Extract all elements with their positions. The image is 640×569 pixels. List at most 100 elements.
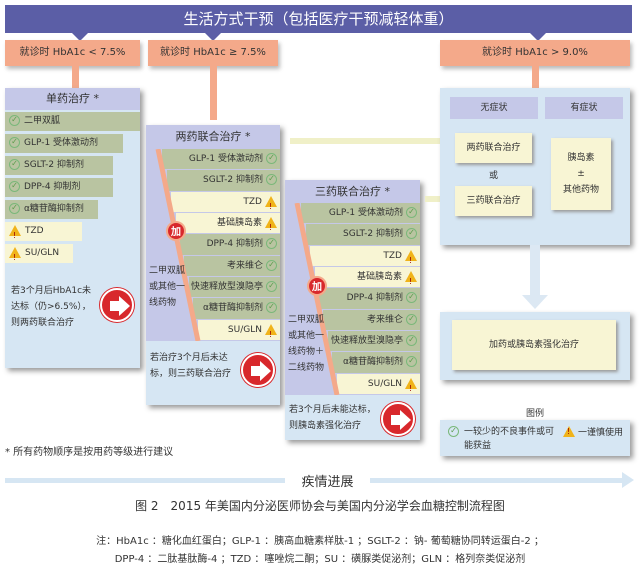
drug-label: GLP-1 受体激动剂: [328, 208, 403, 218]
check-icon: ✓: [405, 228, 417, 240]
check-icon: ✓: [9, 115, 20, 126]
banner-pointer: [205, 33, 221, 41]
drug-row: 考来维仑✓: [323, 309, 420, 330]
drug-row: DPP-4 抑制剂✓: [180, 234, 280, 255]
check-icon: ✓: [406, 292, 417, 304]
drug-row: TZD: [171, 191, 280, 217]
drug-label: SGLT-2 抑制剂: [343, 229, 403, 240]
monotherapy-note: 若3个月后HbA1c未达标（仍>6.5%），则两药联合治疗: [11, 286, 92, 328]
drug-label: α糖苷酶抑制剂: [24, 204, 84, 214]
or-label: 或: [488, 171, 498, 181]
entry-mid: 就诊时 HbA1c ≥ 7.5%: [148, 40, 278, 66]
dual-therapy-title: 两药联合治疗 *: [146, 125, 280, 149]
drug-label: 考来维仑: [226, 260, 263, 271]
drug-row: SU/GLN: [336, 373, 420, 399]
triple-therapy-title: 三药联合治疗 *: [285, 180, 420, 203]
drug-label: 基础胰岛素: [216, 218, 262, 228]
drug-label: DPP-4 抑制剂: [346, 293, 403, 304]
check-icon: ✓: [405, 313, 417, 325]
entry-high: 就诊时 HbA1c > 9.0%: [440, 40, 630, 66]
down-arrow-head: [522, 295, 548, 309]
asymptomatic-label: 无症状: [450, 97, 538, 119]
drug-row: SU/GLN: [5, 244, 73, 267]
legend: ✓ 一较少的不良事件或可能获益 一谨慎使用: [440, 420, 630, 456]
insulin-box: 胰岛素 ± 其他药物: [551, 138, 611, 210]
intensify-box: 加药或胰岛素强化治疗: [452, 320, 616, 370]
symptomatic-label: 有症状: [545, 97, 623, 119]
progress-line: [5, 478, 285, 483]
drug-row: 考来维仑✓: [184, 255, 280, 276]
drug-row: 快速释放型溴隐亭✓: [188, 277, 280, 298]
figure-caption: 图 2 2015 年美国内分泌医师协会与美国内分泌学会血糖控制流程图: [135, 499, 505, 513]
diagonal-divider: [155, 149, 201, 341]
warning-icon: [404, 271, 417, 292]
drug-row: TZD: [310, 245, 420, 271]
drug-label: α糖苷酶抑制剂: [343, 357, 403, 368]
drug-row: 基础胰岛素: [314, 267, 420, 292]
monotherapy-panel: 单药治疗 * ✓二甲双胍✓GLP-1 受体激动剂✓SGLT-2 抑制剂✓DPP-…: [5, 88, 140, 368]
drug-label: TZD: [243, 196, 262, 207]
intensify-panel: 加药或胰岛素强化治疗: [440, 312, 630, 380]
progress-arrow-head: [622, 472, 634, 488]
drug-row: 基础胰岛素: [175, 213, 280, 238]
progress-line: [370, 478, 625, 483]
drug-row: DPP-4 抑制剂✓: [319, 288, 420, 309]
check-icon: ✓: [265, 153, 277, 164]
drug-row: GLP-1 受体激动剂✓: [301, 203, 420, 224]
banner-pointer: [72, 33, 88, 41]
drug-row: ✓ α糖苷酶抑制剂: [5, 200, 98, 219]
check-icon: ✓: [405, 207, 417, 218]
drug-row: ✓ DPP-4 抑制剂: [5, 178, 113, 197]
add-icon: 加: [166, 221, 186, 241]
drug-label: TZD: [25, 226, 44, 236]
warning-icon: [264, 195, 277, 217]
drug-row: 快速释放型溴隐亭✓: [327, 331, 420, 352]
lifestyle-banner: 生活方式干预（包括医疗干预减轻体重）: [5, 5, 632, 33]
high-triple-box: 三药联合治疗: [455, 186, 532, 216]
drug-row: GLP-1 受体激动剂✓: [162, 149, 280, 170]
high-hba1c-panel: 无症状 有症状 两药联合治疗 或 三药联合治疗 胰岛素 ± 其他药物: [440, 88, 630, 245]
check-icon: ✓: [405, 356, 417, 368]
drug-row: ✓SGLT-2 抑制剂: [5, 156, 113, 175]
banner-pointer: [530, 33, 546, 41]
drug-row: ✓GLP-1 受体激动剂: [5, 134, 123, 153]
next-step-arrow-icon: [241, 353, 275, 387]
drug-row: TZD: [5, 222, 82, 245]
drug-label: SU/GLN: [25, 248, 60, 258]
drug-label: SU/GLN: [367, 378, 402, 389]
check-icon: ✓: [266, 238, 277, 250]
check-icon: ✓: [9, 181, 20, 192]
check-icon: ✓: [9, 137, 20, 148]
check-icon: ✓: [265, 174, 277, 186]
drug-row: SGLT-2 抑制剂✓: [305, 224, 420, 245]
add-icon: 加: [307, 276, 327, 296]
check-icon: ✓: [9, 203, 20, 214]
warning-icon: [563, 426, 575, 437]
warning-icon: [9, 225, 21, 245]
drug-label: DPP-4 抑制剂: [24, 182, 81, 192]
check-icon: ✓: [9, 159, 20, 170]
check-icon: ✓: [448, 426, 459, 437]
flow-arrow: [532, 66, 539, 88]
warning-icon: [404, 249, 417, 271]
drug-label: α糖苷酶抑制剂: [203, 303, 263, 314]
drug-label: TZD: [383, 250, 402, 261]
drug-label: 快速释放型溴隐亭: [330, 336, 403, 346]
warning-icon: [264, 323, 277, 345]
dual-therapy-panel: 两药联合治疗 * GLP-1 受体激动剂✓SGLT-2 抑制剂✓TZD基础胰岛素…: [146, 125, 280, 405]
drug-label: SGLT-2 抑制剂: [203, 175, 263, 186]
drug-label: 快速释放型溴隐亭: [190, 282, 263, 292]
check-icon: ✓: [405, 335, 417, 346]
triple-therapy-panel: 三药联合治疗 * GLP-1 受体激动剂✓SGLT-2 抑制剂✓TZD基础胰岛素…: [285, 180, 420, 440]
legend-check-text: 一较少的不良事件或可能获益: [464, 427, 555, 451]
next-step-arrow-icon: [381, 402, 415, 436]
legend-warning-text: 一谨慎使用: [578, 428, 624, 438]
drug-label: SU/GLN: [227, 324, 262, 335]
drug-row: α糖苷酶抑制剂✓: [193, 298, 280, 319]
drug-label: DPP-4 抑制剂: [206, 239, 263, 250]
diagonal-divider: [294, 203, 340, 395]
monotherapy-title: 单药治疗 *: [5, 88, 140, 110]
warning-icon: [9, 247, 21, 267]
dual-base-drug: 二甲双胍或其他一线药物: [149, 266, 186, 308]
warning-icon: [404, 377, 417, 399]
